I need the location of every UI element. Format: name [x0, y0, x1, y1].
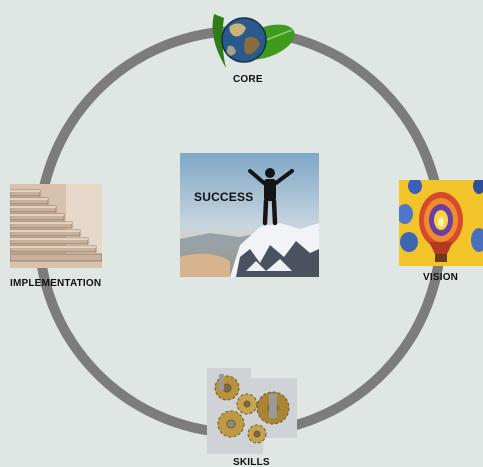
vision-image [399, 180, 483, 266]
summit-person-icon [180, 153, 319, 277]
hot-air-balloons-icon [399, 180, 483, 266]
skills-image [207, 368, 297, 454]
vision-label: VISION [423, 272, 459, 283]
implementation-label: IMPLEMENTATION [10, 278, 102, 289]
gears-icon [207, 368, 297, 454]
earth-leaf-icon [212, 14, 295, 68]
core-label: CORE [233, 74, 263, 85]
success-label: SUCCESS [194, 190, 254, 204]
implementation-image [10, 184, 102, 268]
staircase-icon [10, 184, 102, 268]
core-image [206, 8, 298, 74]
skills-label: SKILLS [233, 457, 270, 467]
success-image [180, 153, 319, 277]
